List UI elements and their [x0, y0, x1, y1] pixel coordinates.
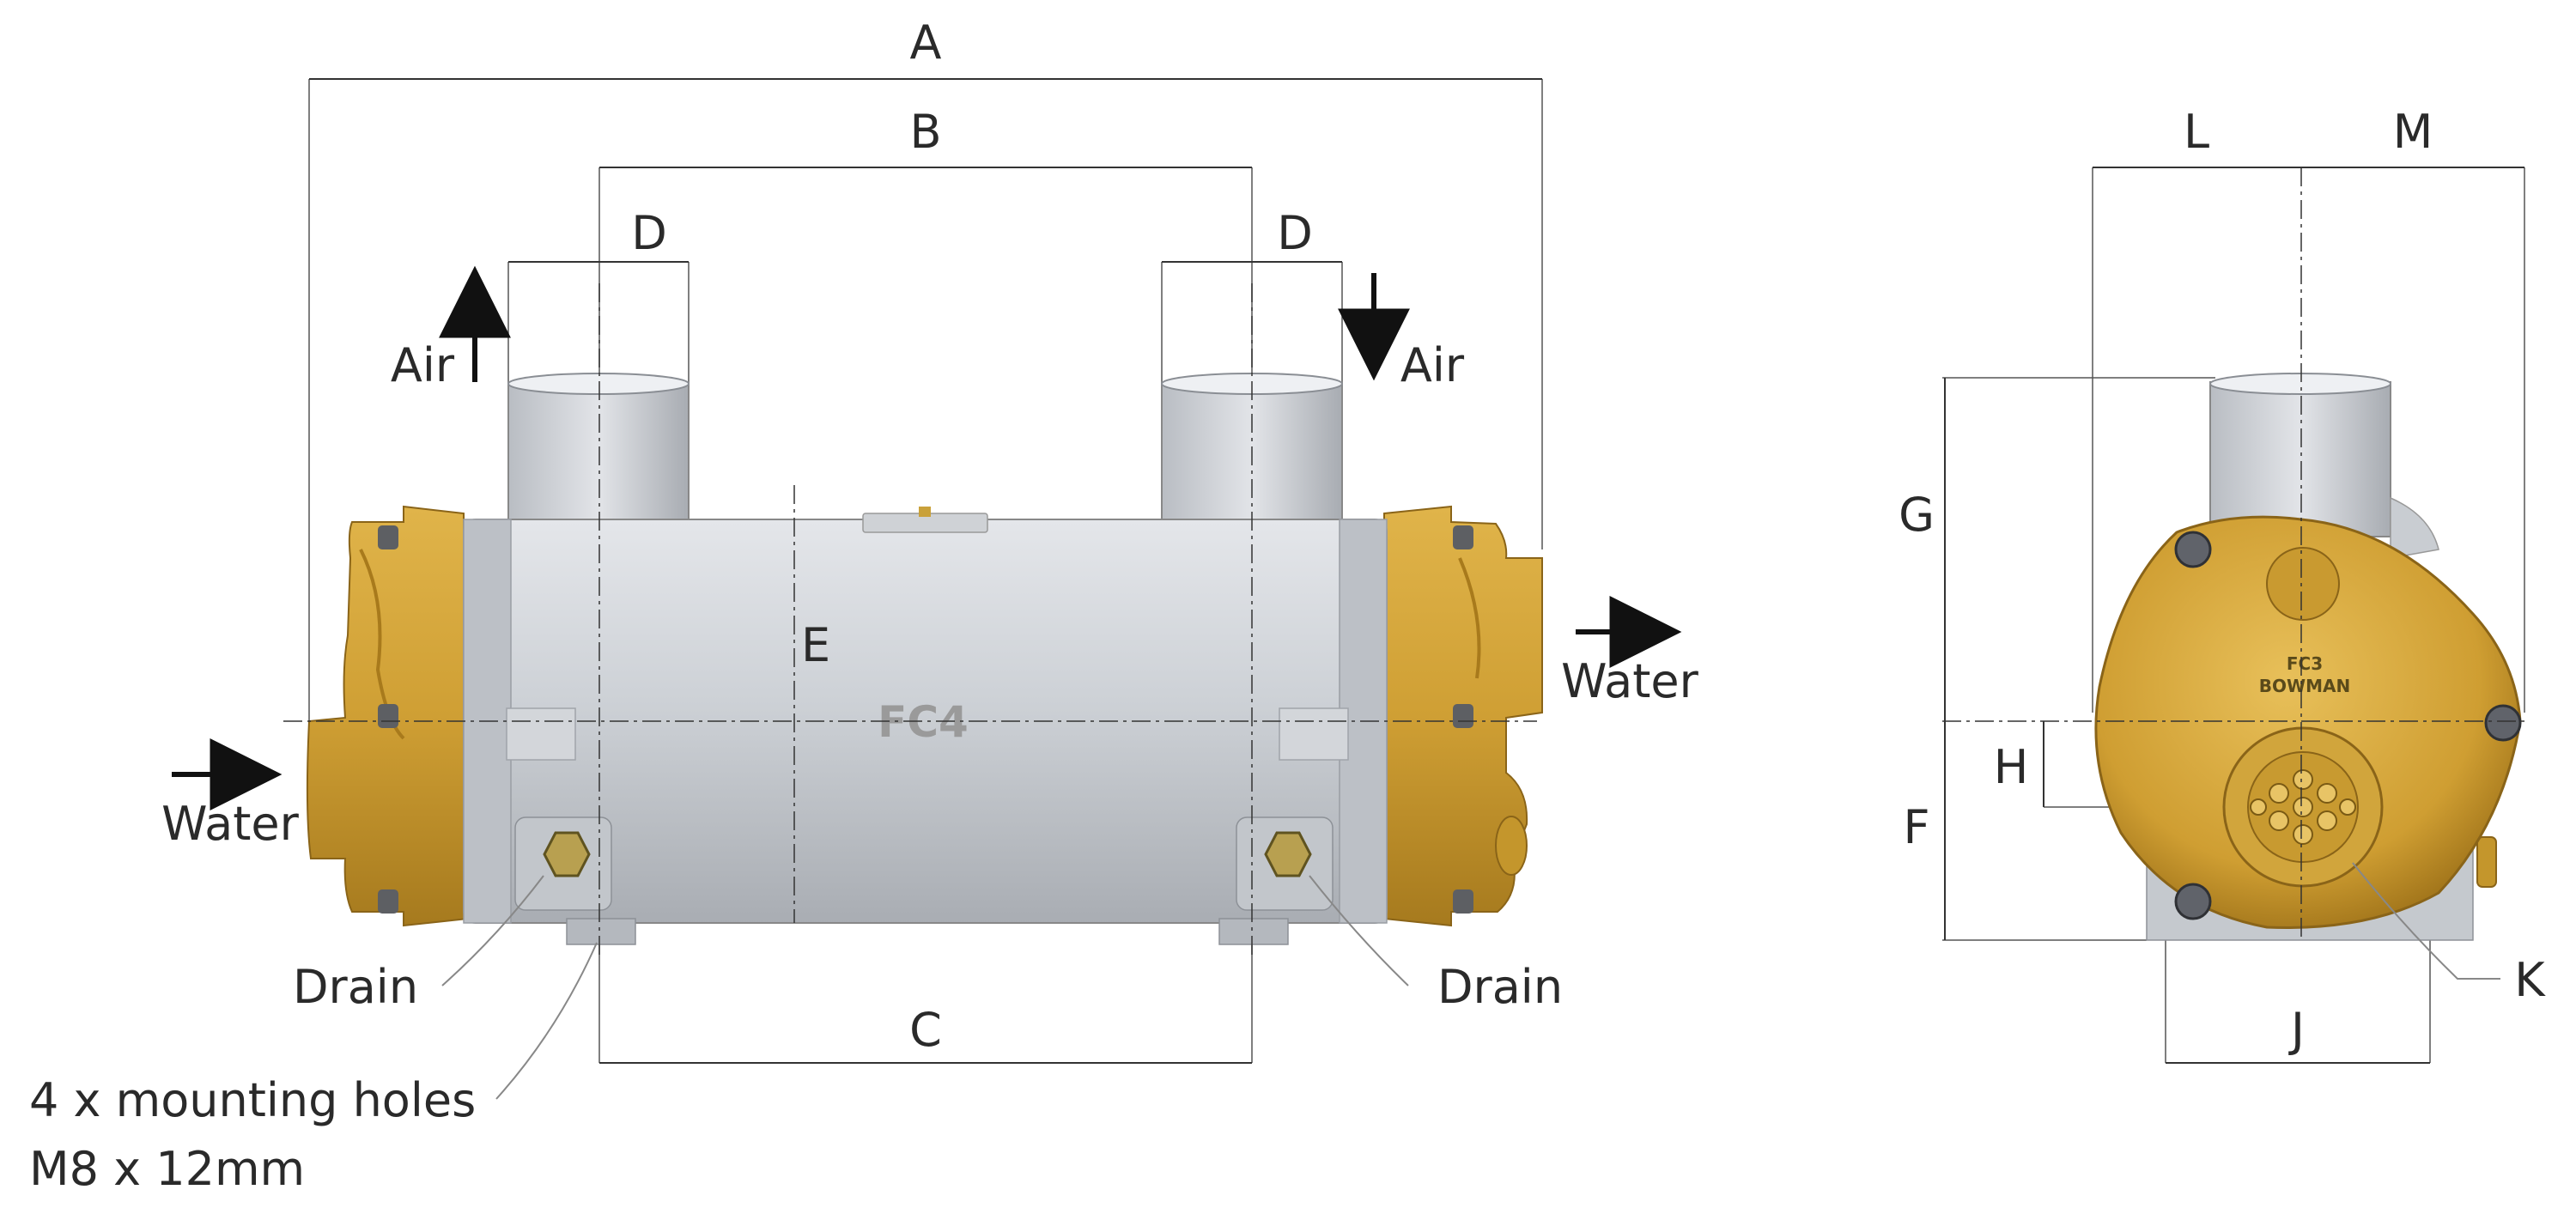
- bolt-icon: [378, 704, 398, 728]
- side-fitting: [2476, 836, 2497, 888]
- bolt-icon: [1453, 704, 1473, 728]
- k-leader: [2352, 862, 2500, 980]
- water-out-label: Water: [1561, 654, 1698, 708]
- dimension-label-h: H: [1994, 740, 2029, 794]
- bolt-icon: [2174, 883, 2212, 920]
- dimension-label-j: J: [2288, 1003, 2305, 1057]
- dimension-label-b: B: [909, 105, 941, 159]
- air-in-label: Air: [1400, 338, 1465, 392]
- body-model-marking: FC4: [878, 697, 969, 747]
- dimension-label-a: A: [910, 15, 942, 70]
- end-brand-marking: BOWMAN: [2259, 676, 2350, 696]
- drain-leader-right: [1309, 875, 1409, 986]
- dimension-label-g: G: [1899, 488, 1935, 542]
- bolt-icon: [2174, 531, 2212, 568]
- main-body: [463, 507, 1388, 945]
- dimension-label-m: M: [2393, 105, 2433, 159]
- dimension-label-d-right: D: [1277, 206, 1313, 260]
- dimension-label-c: C: [909, 1003, 942, 1057]
- air-port-boss: [2266, 547, 2340, 621]
- drain-label-right: Drain: [1437, 960, 1563, 1014]
- bolt-icon: [378, 889, 398, 914]
- end-brass-plate: [2094, 515, 2522, 929]
- mounting-label-line1: 4 x mounting holes: [29, 1073, 476, 1127]
- air-out-label: Air: [391, 338, 455, 392]
- dimension-label-l: L: [2184, 105, 2209, 159]
- end-model-marking: FC3: [2287, 653, 2323, 674]
- dimension-label-d-left: D: [631, 206, 667, 260]
- drain-leader-left: [441, 875, 544, 986]
- side-fitting: [1495, 816, 1528, 876]
- bolt-icon: [378, 525, 398, 549]
- side-view: FC4 A B D D C E Air Air Water Water: [29, 15, 1699, 1196]
- drain-plug-icon: [1264, 831, 1312, 877]
- drain-plug-icon: [543, 831, 591, 877]
- mounting-label-line2: M8 x 12mm: [29, 1142, 305, 1196]
- mounting-leader: [495, 942, 598, 1100]
- bolt-icon: [1453, 525, 1473, 549]
- end-view: FC3 BOWMAN L M G: [1899, 105, 2546, 1064]
- water-in-label: Water: [161, 797, 299, 851]
- dimension-label-f: F: [1903, 800, 1929, 854]
- bolt-icon: [2484, 704, 2522, 742]
- dimension-label-e: E: [801, 618, 830, 672]
- bolt-icon: [1453, 889, 1473, 914]
- drain-label-left: Drain: [293, 960, 418, 1014]
- end-air-pipe: [2209, 381, 2391, 537]
- dimension-label-k: K: [2514, 953, 2546, 1007]
- tube-bundle-icon: [2222, 726, 2384, 888]
